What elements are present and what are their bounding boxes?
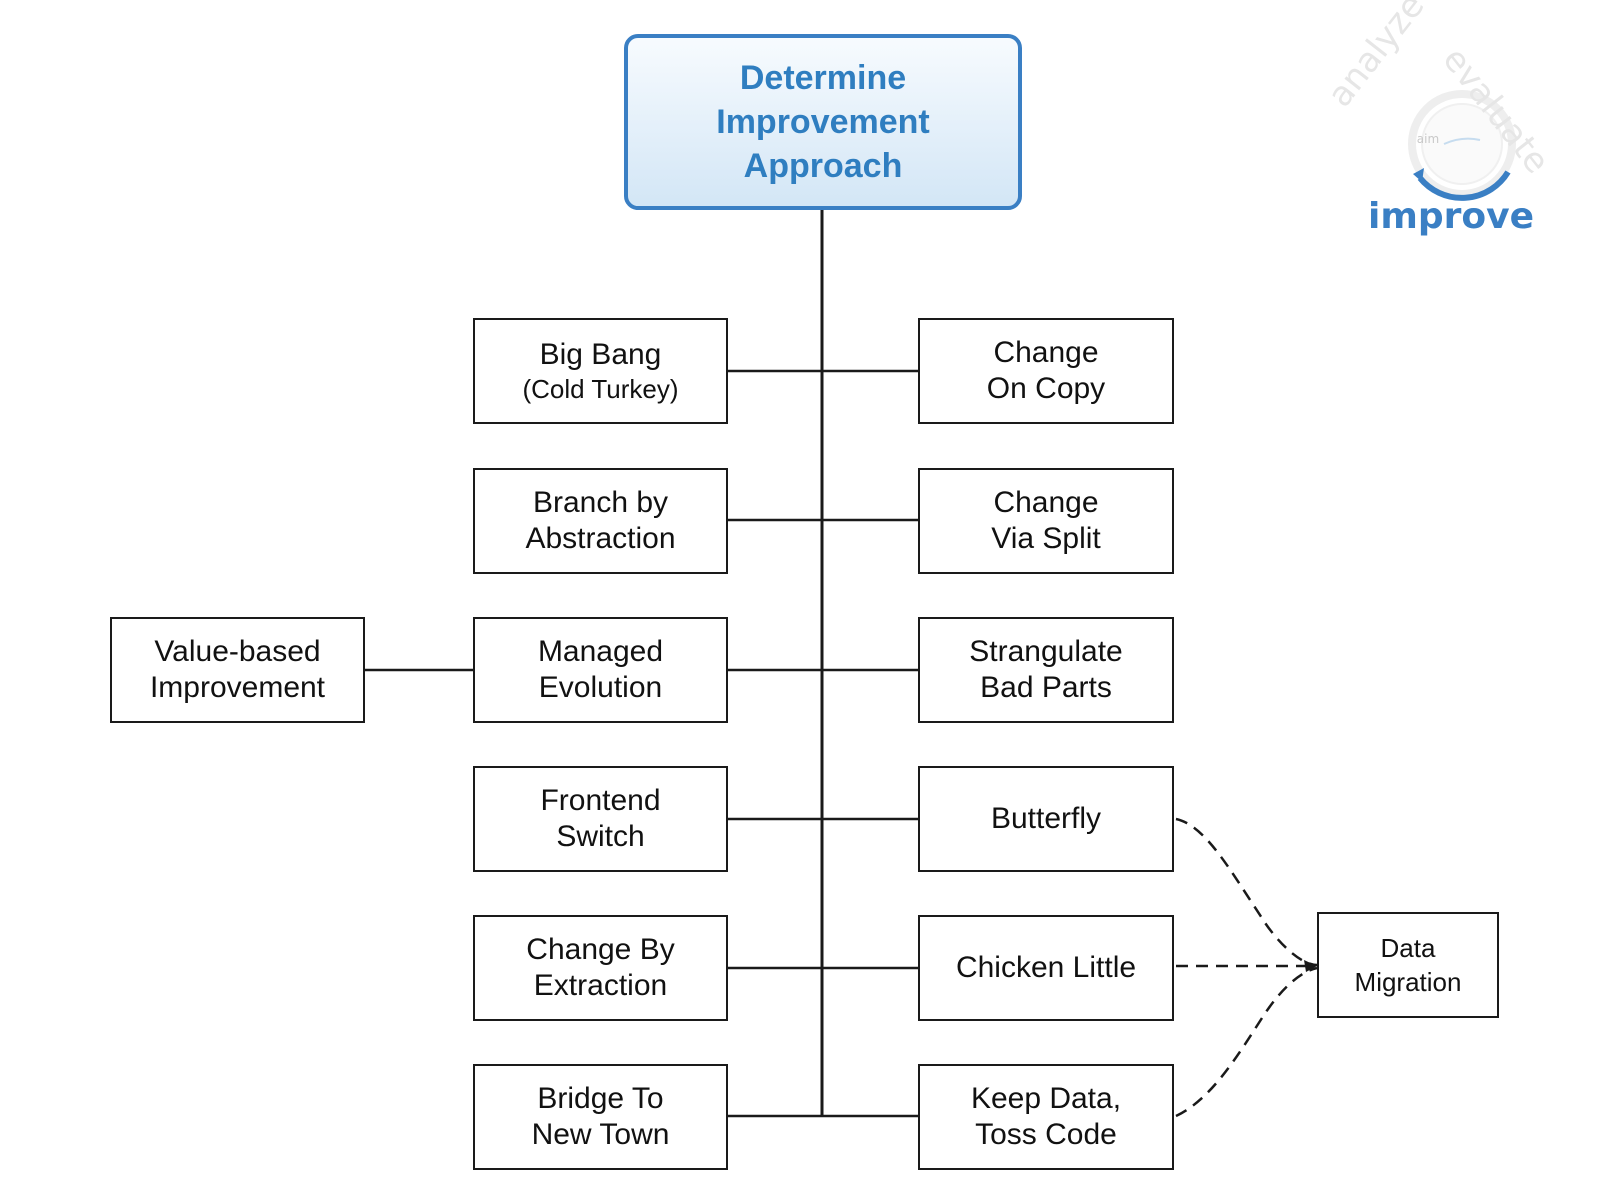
node-value-based-improvement: Value-based Improvement — [110, 617, 365, 723]
node-data-migration: Data Migration — [1317, 912, 1499, 1018]
node-strangulate-line1: Strangulate — [969, 635, 1123, 668]
node-managed-line1: Managed — [537, 635, 664, 668]
node-bridge-line2: New Town — [531, 1118, 670, 1151]
node-frontend-line2: Switch — [556, 820, 645, 853]
node-change-via-split: Change Via Split — [918, 468, 1174, 574]
node-change-on-copy: Change On Copy — [918, 318, 1174, 424]
node-bridge-to-new-town: Bridge To New Town — [473, 1064, 728, 1170]
node-migration-line1: Data — [1380, 933, 1436, 963]
node-branch-by-abstraction: Branch by Abstraction — [473, 468, 728, 574]
node-strangulate-line2: Bad Parts — [980, 671, 1112, 704]
node-chicken-label: Chicken Little — [955, 951, 1137, 984]
migration-arrowhead — [1304, 960, 1317, 972]
node-chicken-little: Chicken Little — [918, 915, 1174, 1021]
node-extraction-line2: Extraction — [533, 969, 668, 1002]
aim-logo-cycle-icon — [1408, 90, 1516, 201]
node-butterfly: Butterfly — [918, 766, 1174, 872]
root-node: Determine Improvement Approach — [624, 34, 1022, 210]
node-big-bang-line1: Big Bang — [539, 338, 662, 371]
node-big-bang: Big Bang (Cold Turkey) — [473, 318, 728, 424]
node-value-line2: Improvement — [149, 671, 326, 704]
node-keep-line2: Toss Code — [975, 1118, 1117, 1151]
keep-data-migration-link — [1175, 966, 1318, 1118]
node-frontend-switch: Frontend Switch — [473, 766, 728, 872]
node-bridge-line1: Bridge To — [537, 1082, 664, 1115]
root-line-1: Determine — [739, 59, 907, 97]
node-copy-line2: On Copy — [986, 372, 1106, 405]
node-frontend-line1: Frontend — [540, 784, 661, 817]
node-split-line1: Change — [993, 486, 1099, 519]
root-line-3: Approach — [743, 147, 903, 185]
node-managed-line2: Evolution — [538, 671, 663, 704]
logo-improve-text: improve — [1368, 196, 1534, 237]
node-split-line2: Via Split — [991, 522, 1101, 555]
node-big-bang-line2: (Cold Turkey) — [522, 374, 679, 404]
node-butterfly-label: Butterfly — [990, 802, 1102, 835]
node-branch-line2: Abstraction — [525, 522, 676, 555]
node-keep-data-toss-code: Keep Data, Toss Code — [918, 1064, 1174, 1170]
node-extraction-line1: Change By — [526, 933, 675, 966]
aim-logo: analyze evaluate aim improve — [1320, 0, 1600, 260]
node-keep-line1: Keep Data, — [970, 1082, 1122, 1115]
node-migration-line2: Migration — [1354, 967, 1462, 997]
node-copy-line1: Change — [993, 336, 1099, 369]
node-branch-line1: Branch by — [532, 486, 669, 519]
node-change-by-extraction: Change By Extraction — [473, 915, 728, 1021]
node-managed-evolution: Managed Evolution — [473, 617, 728, 723]
node-strangulate-bad-parts: Strangulate Bad Parts — [918, 617, 1174, 723]
butterfly-migration-link — [1175, 817, 1318, 967]
logo-aim-text: aim — [1416, 132, 1440, 146]
node-value-line1: Value-based — [154, 635, 321, 668]
root-line-2: Improvement — [716, 103, 930, 141]
